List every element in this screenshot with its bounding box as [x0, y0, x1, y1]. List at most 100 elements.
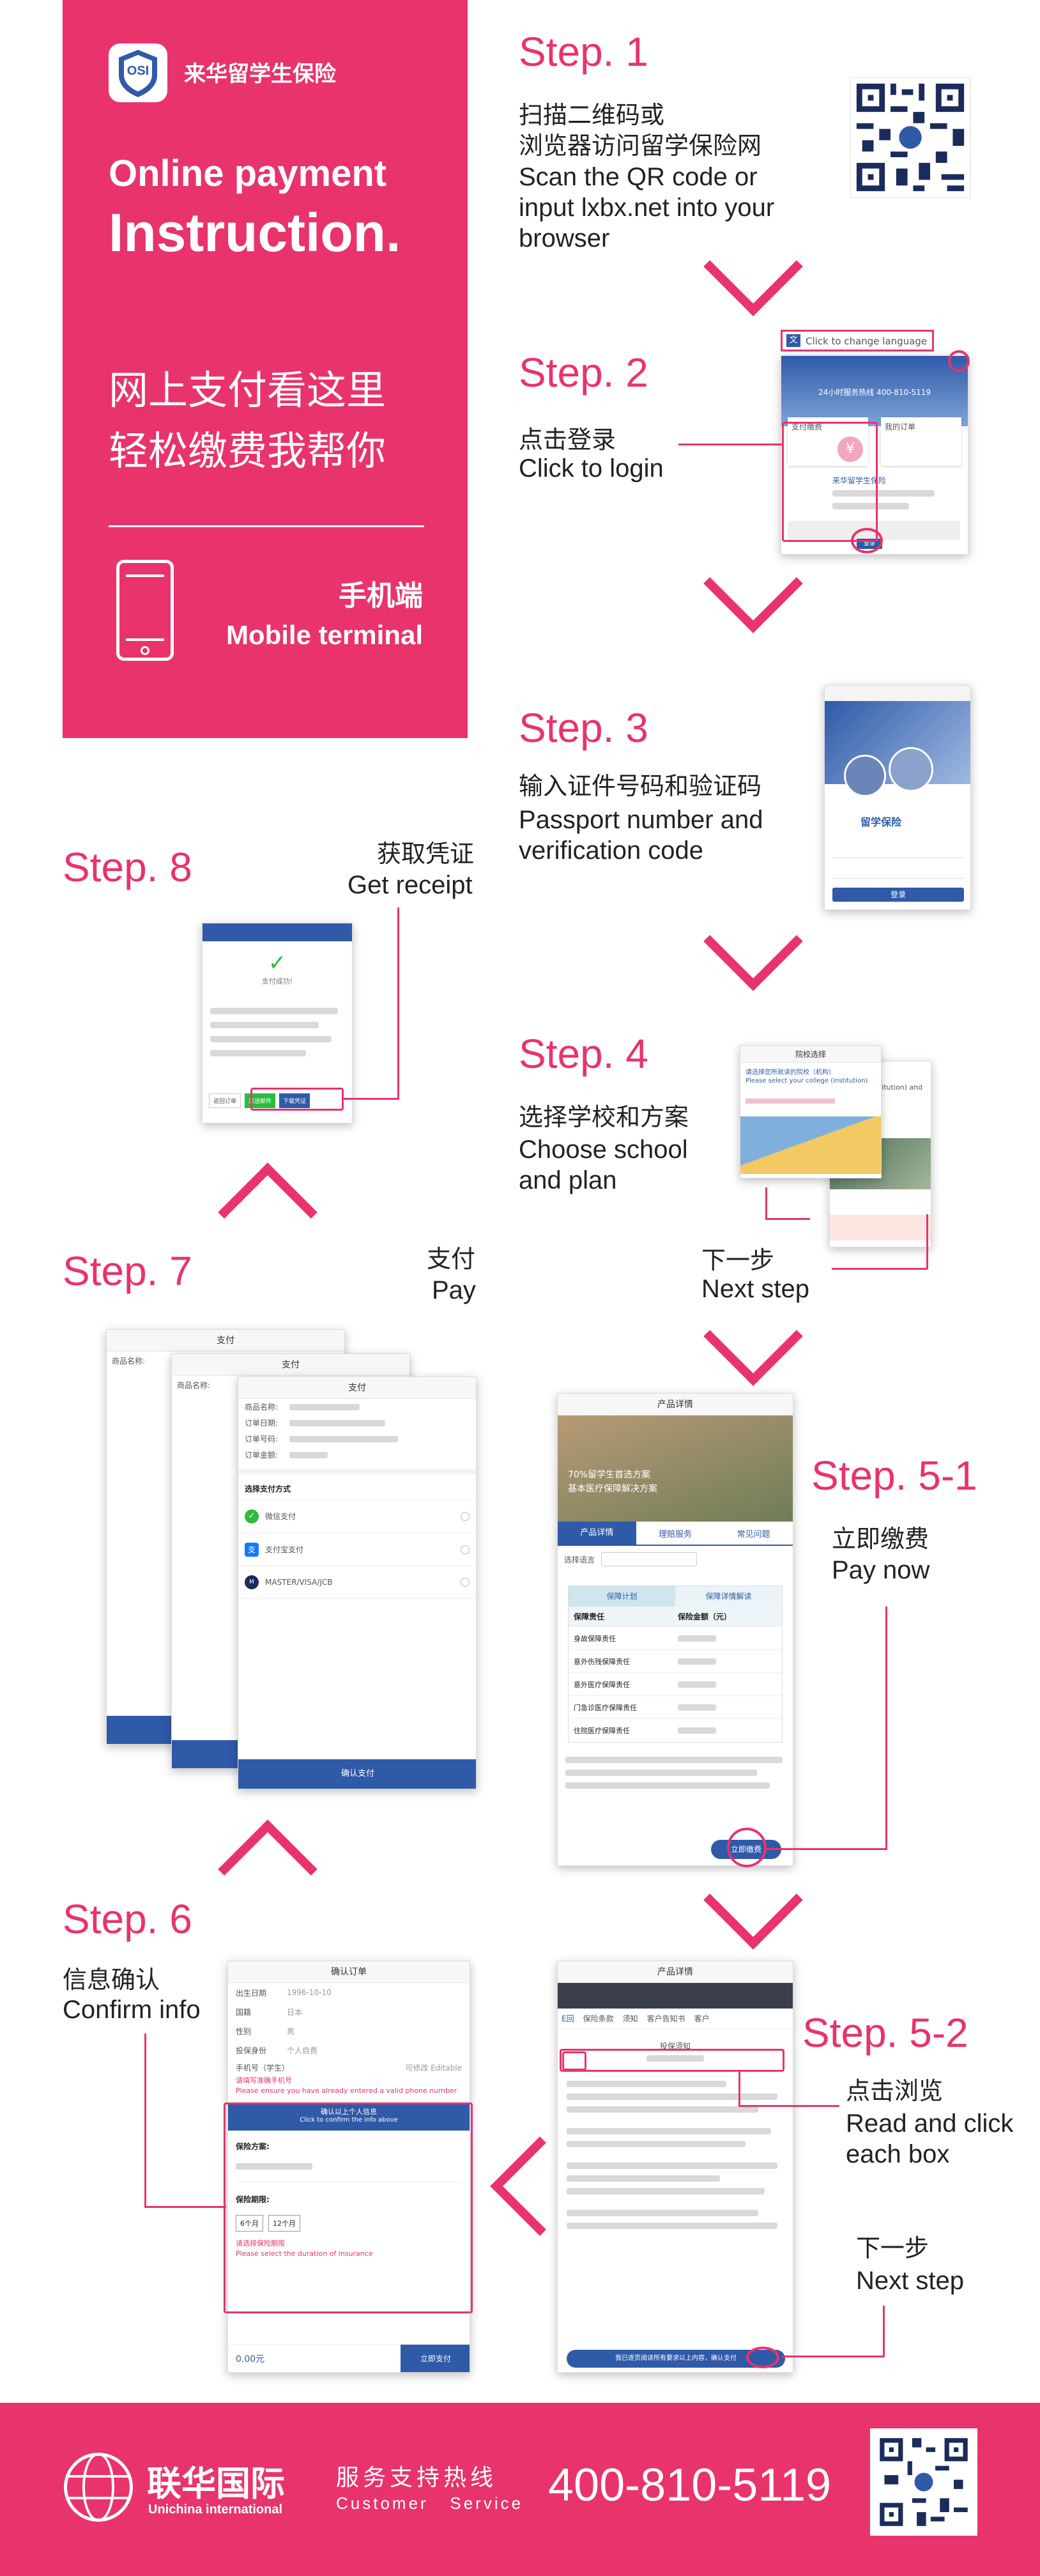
- step51-tab-0[interactable]: 产品详情: [558, 1521, 636, 1545]
- step7-method-alipay[interactable]: 支 支付宝支付: [238, 1532, 476, 1566]
- step8-success: 支付成功!: [261, 977, 293, 985]
- step2-card-orders[interactable]: 我的订单: [885, 422, 916, 431]
- step51-row-1: 意外伤残保障责任: [574, 1657, 630, 1666]
- step6-period-warn-zh: 请选择保险期限: [236, 2239, 285, 2248]
- step7-label-0: 商品名称:: [245, 1403, 279, 1412]
- step6-opt-6m[interactable]: 6个月: [236, 2215, 263, 2232]
- terminal-zh: 手机端: [339, 580, 423, 612]
- step52-tab-3[interactable]: 客户告知书: [646, 2014, 685, 2023]
- step2-card-pay[interactable]: 支付缴费: [791, 422, 823, 431]
- step52-tab-4[interactable]: 客户: [694, 2014, 710, 2023]
- step8-download-button[interactable]: 下载凭证: [279, 1093, 310, 1108]
- step52-next-zh: 下一步: [856, 2234, 929, 2262]
- step8-back-button[interactable]: 返回订单: [209, 1093, 241, 1108]
- step7-method-card[interactable]: M MASTER/VISA/JCB: [238, 1566, 476, 1599]
- step4-school-select[interactable]: [740, 1116, 881, 1174]
- step4-next-zh: 下一步: [701, 1246, 775, 1274]
- step7-number: Step. 7: [63, 1248, 192, 1294]
- footer-qr-code[interactable]: [870, 2428, 977, 2536]
- step51-banner-line2: 基本医疗保障解决方案: [568, 1484, 657, 1494]
- step7-back2-label: 商品名称:: [112, 1357, 146, 1366]
- step7-confirm-pay-button[interactable]: 确认支付: [238, 1759, 476, 1789]
- step6-number: Step. 6: [63, 1896, 192, 1942]
- title-line1: Online payment: [109, 153, 387, 194]
- step3-en1: Passport number and: [519, 806, 763, 834]
- step7-method-wechat[interactable]: ✓ 微信支付: [238, 1499, 476, 1532]
- terminal-en: Mobile terminal: [226, 620, 423, 650]
- step3-code-input[interactable]: [832, 866, 964, 879]
- step6-field-2-value: 男: [287, 2026, 295, 2036]
- step4-en1: Choose school: [519, 1136, 688, 1164]
- step51-zh: 立即缴费: [832, 1525, 929, 1553]
- step6-opt-12m[interactable]: 12个月: [268, 2215, 300, 2232]
- step51-tab-1[interactable]: 理赔服务: [659, 1529, 692, 1539]
- step51-lang-select[interactable]: [601, 1552, 698, 1566]
- step51-screen-title: 产品详情: [558, 1394, 793, 1415]
- step3-passport-input[interactable]: [832, 845, 964, 858]
- step6-field-0-value: 1996-10-10: [287, 1988, 332, 1997]
- step51-col2[interactable]: 保障详情解读: [675, 1586, 782, 1607]
- step4-zh: 选择学校和方案: [519, 1103, 689, 1131]
- step6-phone-label: 手机号（学生）: [236, 2063, 290, 2072]
- translate-icon: 文: [786, 334, 800, 347]
- step51-col1[interactable]: 保障计划: [569, 1586, 675, 1607]
- step52-phone: 产品详情 E回 保险条款 须知 客户告知书 客户 投保须知 我已逐页阅读所有要求…: [557, 1961, 793, 2373]
- step6-highlight: [224, 2102, 473, 2313]
- step6-editable[interactable]: 可修改 Editable: [405, 2063, 462, 2072]
- step6-period-label: 保险期限:: [236, 2195, 270, 2204]
- step52-number: Step. 5-2: [802, 2010, 968, 2056]
- step51-row-2: 意外医疗保障责任: [574, 1680, 630, 1689]
- step1-zh1: 扫描二维码或: [519, 101, 665, 129]
- step6-plan-select[interactable]: [236, 2163, 462, 2182]
- step52-en2: each box: [846, 2140, 950, 2168]
- step6-field-0-label: 出生日期: [236, 1988, 267, 1998]
- step6-pay-button[interactable]: 立即支付: [401, 2344, 470, 2372]
- step6-field-3-label: 投保身份: [236, 2046, 267, 2055]
- step7-label-1: 订单日期:: [245, 1419, 279, 1428]
- step2-en: Click to login: [519, 454, 664, 482]
- step6-en: Confirm info: [63, 1996, 201, 2024]
- step2-header-banner: 24小时服务热线 400-810-5119: [781, 356, 968, 426]
- step2-lang-highlight: [948, 350, 970, 372]
- step51-phone: 产品详情 70%留学生首选方案 基本医疗保障解决方案 产品详情 理赔服务 常见问…: [557, 1393, 793, 1866]
- step3-phone: 留学保险 登录: [824, 685, 971, 910]
- step6-field-1-label: 国籍: [236, 2007, 252, 2017]
- step1-qr-code[interactable]: [850, 77, 971, 198]
- step3-en2: verification code: [519, 837, 704, 865]
- step7-method-1: 支付宝支付: [265, 1545, 304, 1554]
- step7-method-2: MASTER/VISA/JCB: [265, 1578, 333, 1587]
- step51-lang-label: 选择语言: [564, 1555, 595, 1564]
- step6-confirm-info-button[interactable]: 确认以上个人信息 Click to confirm the info above: [228, 2102, 470, 2131]
- step51-row-4: 住院医疗保障责任: [574, 1727, 630, 1735]
- step52-tab-2[interactable]: 须知: [622, 2014, 638, 2023]
- step4-screen-line1: 请选择您所就读的院校（机构）: [746, 1069, 835, 1076]
- step2-language-button[interactable]: 文 Click to change language: [781, 330, 934, 351]
- footer-phone-number[interactable]: 400-810-5119: [548, 2460, 832, 2511]
- step6-period-warn-en: Please select the duration of insurance: [236, 2249, 373, 2258]
- step6-field-2-label: 性别: [236, 2026, 252, 2036]
- step7-back1-title: 支付: [172, 1354, 409, 1376]
- brand-logo: OSI: [109, 43, 167, 102]
- step1-en3: browser: [519, 224, 610, 252]
- step52-doc-title: 投保须知: [659, 2042, 691, 2051]
- step52-tab-0[interactable]: E回: [562, 2014, 574, 2023]
- step3-app-logo: 留学保险: [860, 816, 902, 828]
- step3-login-button[interactable]: 登录: [832, 888, 964, 902]
- step8-email-button[interactable]: 发送邮件: [245, 1093, 276, 1108]
- step52-next-en: Next step: [856, 2267, 964, 2295]
- step52-tab-1[interactable]: 保险条款: [583, 2014, 614, 2023]
- step6-confirm-en: Click to confirm the info above: [300, 2117, 398, 2124]
- footer-company-en: Unichina international: [148, 2503, 283, 2517]
- step7-screen-title: 支付: [238, 1377, 476, 1399]
- step51-h1: 保障责任: [574, 1612, 605, 1621]
- step6-warn-zh: 请填写准确手机号: [236, 2076, 292, 2085]
- step6-price: 0.00元: [236, 2354, 265, 2364]
- step51-tab-2[interactable]: 常见问题: [737, 1529, 770, 1539]
- step7-method-label: 选择支付方式: [238, 1469, 476, 1499]
- step8-highlight: [250, 1088, 344, 1111]
- title-line2: Instruction.: [109, 203, 401, 263]
- brand-name: 来华留学生保险: [184, 61, 336, 87]
- step1-number: Step. 1: [519, 29, 648, 75]
- step51-banner: 70%留学生首选方案 基本医疗保障解决方案: [558, 1415, 793, 1522]
- step6-confirm-zh: 确认以上个人信息: [321, 2108, 377, 2116]
